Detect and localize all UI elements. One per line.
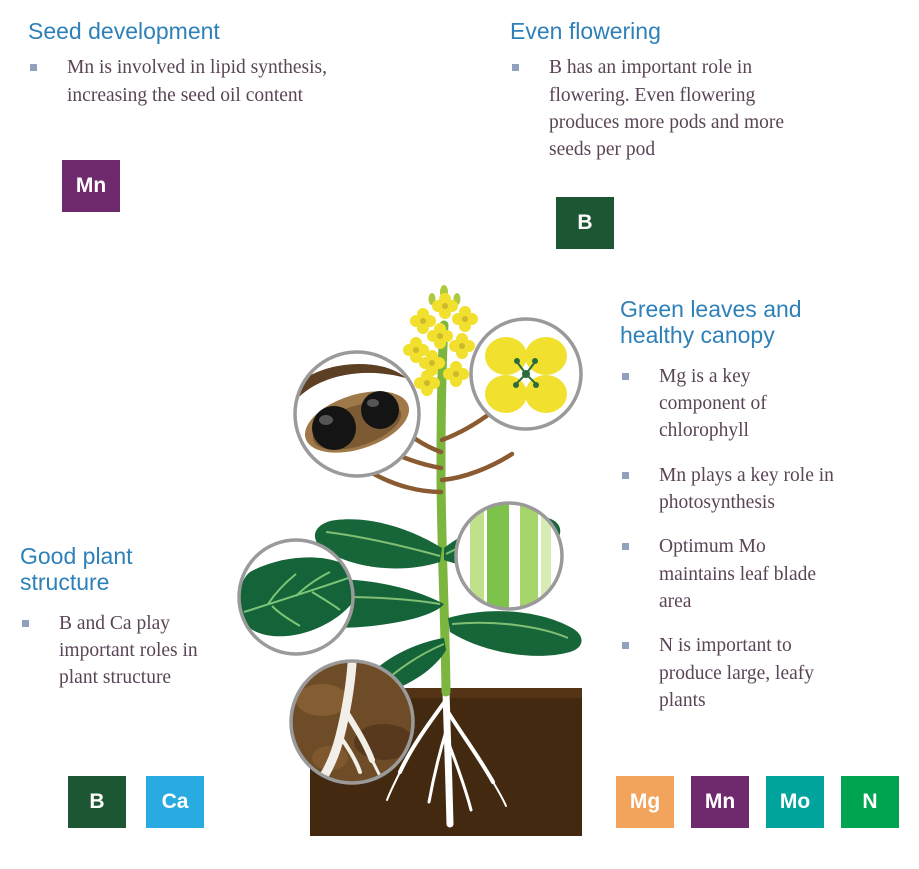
seed-pod-magnifier: [293, 350, 421, 478]
bullet-text: N is important to produce large, leafy p…: [659, 635, 815, 711]
bullet-text: Mn plays a key role in photosynthesis: [659, 464, 834, 514]
bullet-square-icon: [622, 642, 629, 650]
bullet-item: Mn plays a key role in photosynthesis: [620, 462, 895, 517]
bullet-item: B and Ca play important roles in plant s…: [20, 610, 270, 692]
nutrient-tile-label: Mn: [704, 790, 736, 813]
good-plant-structure-tiles: B Ca: [68, 776, 204, 828]
bullet-square-icon: [622, 543, 629, 551]
even-flowering-tiles: B: [556, 197, 614, 249]
bullet-square-icon: [512, 64, 519, 72]
bullet-item: N is important to produce large, leafy p…: [620, 632, 895, 714]
nutrient-tile-mg: Mg: [616, 776, 674, 828]
bullet-text: Mn is involved in lipid synthesis, incre…: [67, 57, 328, 106]
nutrient-tile-b: B: [556, 197, 614, 249]
bullet-text: Optimum Mo maintains leaf blade area: [659, 536, 817, 612]
seed-development-title: Seed development: [28, 18, 220, 44]
nutrient-tile-mo: Mo: [766, 776, 824, 828]
nutrient-tile-mn: Mn: [62, 160, 120, 212]
bullet-square-icon: [622, 372, 629, 380]
nutrient-tile-ca: Ca: [146, 776, 204, 828]
soil-root-magnifier: [289, 659, 415, 785]
bullet-square-icon: [622, 471, 629, 479]
green-leaves-title: Green leaves and healthy canopy: [620, 296, 802, 349]
nutrient-tile-label: Mn: [75, 174, 107, 197]
section-seed-development: Seed development Mn is involved in lipid…: [28, 18, 408, 126]
bullet-square-icon: [22, 619, 29, 627]
nutrient-tile-label: B: [577, 211, 593, 234]
seed-development-tiles: Mn: [62, 160, 120, 212]
good-plant-structure-title: Good plant structure: [20, 543, 133, 596]
bullet-square-icon: [30, 64, 37, 72]
nutrient-tile-label: Mo: [779, 790, 811, 813]
roots: [386, 688, 507, 828]
stem-magnifier: [454, 501, 564, 611]
bullet-item: B has an important role in flowering. Ev…: [510, 54, 860, 163]
section-green-leaves: Green leaves and healthy canopy Mg is a …: [620, 296, 895, 731]
section-even-flowering: Even flowering B has an important role i…: [510, 18, 860, 181]
flower-magnifier: [469, 317, 583, 431]
nutrient-tile-label: N: [862, 790, 878, 813]
nutrient-tile-mn: Mn: [691, 776, 749, 828]
leaf-magnifier: [237, 538, 355, 656]
nutrient-tile-label: Ca: [161, 790, 189, 813]
nutrient-tile-n: N: [841, 776, 899, 828]
bullet-text: B has an important role in flowering. Ev…: [549, 57, 785, 161]
nutrient-tile-label: B: [89, 790, 105, 813]
nutrient-tile-b: B: [68, 776, 126, 828]
bullet-item: Optimum Mo maintains leaf blade area: [620, 533, 895, 615]
green-leaves-tiles: Mg Mn Mo N: [616, 776, 899, 828]
flower-cluster: [403, 285, 478, 396]
nutrient-tile-label: Mg: [629, 790, 661, 813]
bullet-item: Mg is a key component of chlorophyll: [620, 363, 895, 445]
stem: [436, 320, 451, 697]
bullet-text: Mg is a key component of chlorophyll: [659, 365, 767, 442]
bullet-text: B and Ca play important roles in plant s…: [59, 612, 198, 689]
section-good-plant-structure: Good plant structure B and Ca play impor…: [20, 543, 270, 709]
bullet-item: Mn is involved in lipid synthesis, incre…: [28, 54, 408, 109]
even-flowering-title: Even flowering: [510, 18, 661, 44]
